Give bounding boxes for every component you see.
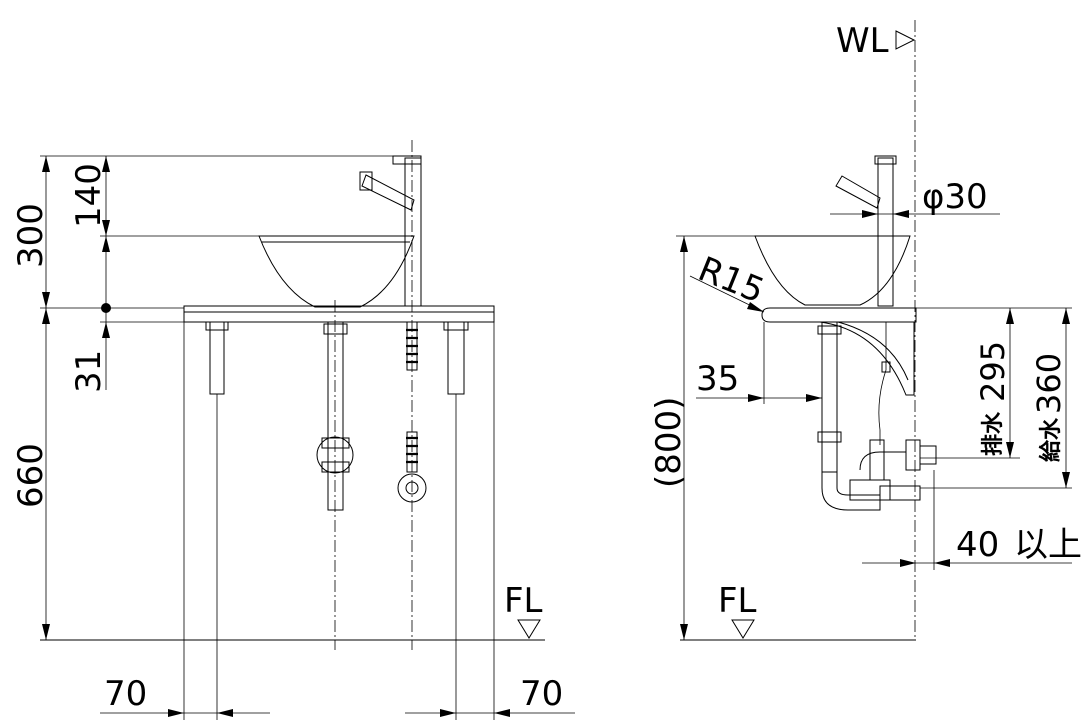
drain-outlet bbox=[879, 485, 921, 501]
dim-35: 35 bbox=[696, 359, 739, 399]
drain-pipe bbox=[327, 321, 344, 511]
faucet-handle-top bbox=[392, 155, 422, 165]
left-support bbox=[209, 321, 225, 395]
dim-300: 300 bbox=[11, 203, 51, 268]
counter-slab bbox=[183, 305, 495, 323]
drain-value: 295 bbox=[974, 341, 1012, 402]
side-counter bbox=[761, 307, 917, 323]
side-floor-marker-icon bbox=[731, 619, 755, 639]
supply-outlet bbox=[919, 445, 937, 465]
dim-40-note: 以上 bbox=[1014, 525, 1082, 565]
side-faucet-body bbox=[877, 157, 894, 307]
dim-800: (800) bbox=[649, 397, 689, 488]
front-bowl bbox=[258, 235, 415, 308]
p-trap bbox=[821, 472, 881, 511]
dim-40: 40 bbox=[956, 525, 999, 565]
side-bowl bbox=[754, 235, 911, 306]
stop-valve bbox=[869, 439, 885, 481]
dim-140: 140 bbox=[69, 163, 109, 228]
front-floor-label: FL bbox=[504, 581, 543, 621]
dim-31: 31 bbox=[69, 350, 109, 393]
faucet-body bbox=[404, 157, 422, 307]
faucet-spout-tip bbox=[359, 171, 373, 191]
wall-bracket bbox=[819, 321, 915, 396]
dim-70-left: 70 bbox=[104, 674, 147, 714]
front-view: 300 140 31 660 70 70 FL bbox=[11, 140, 575, 720]
dim-70-right: 70 bbox=[520, 674, 563, 714]
side-floor-label: FL bbox=[718, 581, 757, 621]
supply-hose bbox=[878, 322, 887, 445]
right-support bbox=[447, 321, 465, 395]
front-floor-marker-icon bbox=[517, 619, 541, 639]
dim-r15: R15 bbox=[693, 249, 770, 311]
side-view: WL FL (800) bbox=[649, 20, 1082, 641]
faucet-spout bbox=[361, 174, 415, 211]
side-drain-pipe bbox=[821, 321, 838, 473]
drain-trap bbox=[316, 436, 354, 474]
dim-660: 660 bbox=[11, 443, 51, 508]
wall-level-marker-icon bbox=[895, 30, 916, 50]
supply-valve bbox=[397, 473, 427, 503]
supply-hose-lower bbox=[406, 431, 418, 473]
supply-value: 360 bbox=[1030, 353, 1068, 414]
side-faucet-spout bbox=[835, 175, 881, 209]
supply-label: 給水 bbox=[1038, 417, 1064, 462]
wall-level-label: WL bbox=[836, 21, 889, 61]
dim-diameter-30: φ30 bbox=[922, 177, 988, 217]
drain-label: 排水 bbox=[981, 411, 1006, 456]
